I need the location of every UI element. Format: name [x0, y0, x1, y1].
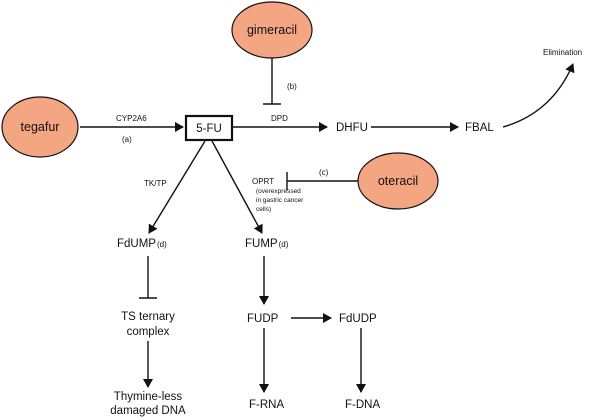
5fu-to-fump-arrow [211, 140, 263, 234]
fbal-label: FBAL [465, 122, 494, 134]
fdump-superscript: (d) [157, 240, 167, 249]
oprt-note-line3: cells) [256, 206, 271, 213]
edge-label-a: (a) [122, 135, 132, 144]
oprt-note-line1: (overexpressed [256, 188, 301, 195]
cyp2a6-label: CYP2A6 [116, 114, 147, 123]
fudp-label: FUDP [247, 313, 279, 325]
fdna-label: F-DNA [345, 399, 380, 411]
tegafur-node [1, 96, 79, 158]
edge-label-c: (c) [319, 168, 329, 177]
edge-label-b: (b) [287, 82, 297, 91]
elimination-label: Elimination [543, 48, 582, 57]
tegafur-label: tegafur [21, 120, 60, 134]
dpd-label: DPD [271, 114, 288, 123]
fdump-main: FdUMP [117, 238, 156, 250]
ts-complex-line2: complex [127, 326, 170, 338]
frna-label: F-RNA [249, 399, 284, 411]
fump-superscript: (d) [279, 240, 289, 249]
5fu-to-fdump-arrow [148, 140, 206, 234]
oprt-label: OPRT [252, 177, 274, 186]
oteracil-label: oteracil [378, 174, 418, 188]
tktp-label: TK/TP [144, 179, 167, 188]
5fu-box [184, 114, 234, 142]
thymine-line2: damaged DNA [110, 405, 186, 417]
fdudp-label: FdUDP [339, 313, 377, 325]
fbal-to-elimination-arrow [502, 63, 575, 128]
fdump-label: FdUMP(d) [117, 238, 167, 250]
5fu-label: 5-FU [196, 123, 222, 135]
oprt-note-line2: in gastric cancer [256, 197, 304, 204]
dhfu-label: DHFU [336, 122, 368, 134]
ts-complex-line1: TS ternary [121, 311, 175, 323]
thymine-line1: Thymine-less [114, 391, 183, 403]
fump-label: FUMP(d) [245, 238, 289, 250]
fump-main: FUMP [245, 238, 278, 250]
gimeracil-label: gimeracil [247, 23, 297, 37]
